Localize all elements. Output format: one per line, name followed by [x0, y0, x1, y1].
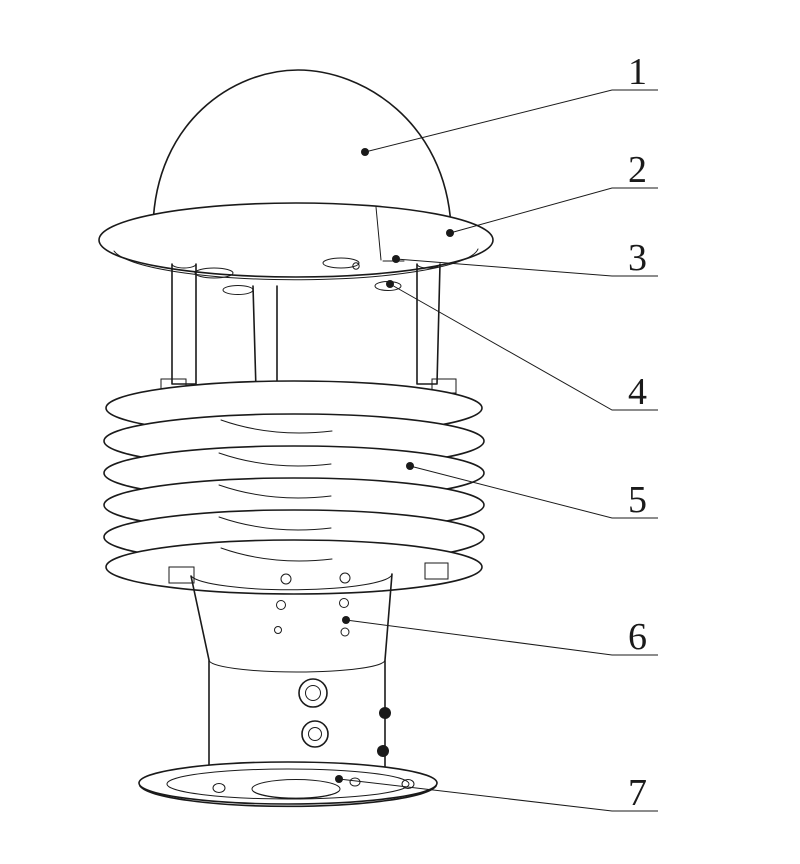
body-top-arc: [190, 573, 393, 591]
body-bolt-upper-outer: [298, 678, 328, 708]
leader-line-4: [389, 283, 658, 411]
body-mid-arc: [208, 659, 386, 673]
callout-3: 3: [392, 237, 658, 279]
body-hole-r3-right: [340, 627, 350, 637]
leader-line-7: [338, 778, 658, 812]
cap-ring-outline: [98, 202, 494, 278]
body-side-plug-lower: [377, 745, 389, 757]
louver-bottom-tab-right: [424, 562, 449, 580]
body-hole-r2-right: [339, 598, 349, 608]
louver-bottom-tab-left: [168, 566, 195, 584]
support-columns: [171, 263, 441, 391]
right-column: [416, 263, 441, 385]
body-bolt-upper-inner: [305, 685, 321, 701]
body-hole-r1-right: [339, 572, 351, 584]
column-top-arc-left: [171, 263, 197, 269]
callout-6: 6: [342, 616, 658, 658]
sensor-body: [190, 572, 393, 769]
dome-part: [152, 69, 452, 227]
base-hole-right: [401, 779, 415, 789]
callout-label-6: 6: [628, 616, 647, 658]
column-top-arc-right: [416, 263, 441, 269]
callout-5: 5: [406, 462, 658, 521]
sensor-pin-3: [352, 262, 360, 270]
base-center-slot-shadow: [252, 790, 340, 799]
cap-seam-line: [375, 206, 382, 261]
leader-line-3: [395, 258, 658, 277]
callout-label-5: 5: [628, 479, 647, 521]
base-inner-ring: [166, 768, 410, 800]
leader-lines: 1 2 3 4 5: [335, 51, 658, 814]
body-side-plug-upper: [379, 707, 391, 719]
louver-top-tab-right: [431, 378, 457, 394]
mounting-base: [138, 761, 438, 808]
body-hole-r1-left: [280, 573, 292, 585]
leader-line-2: [449, 187, 658, 234]
body-bolt-lower-outer: [301, 720, 329, 748]
callout-label-4: 4: [628, 371, 647, 413]
left-column: [171, 263, 197, 385]
louver-gap-arc-3: [218, 484, 332, 499]
louver-stack: [103, 378, 485, 595]
leader-line-5: [409, 465, 658, 519]
louver-gap-arc-4: [218, 516, 332, 531]
callout-label-1: 1: [628, 51, 647, 93]
body-holes: [274, 572, 391, 757]
callout-4: 4: [386, 280, 658, 413]
louver-gap-arc-5: [220, 547, 333, 562]
callout-label-2: 2: [628, 149, 647, 191]
callout-7: 7: [335, 772, 658, 814]
louver-plate-6: [105, 539, 483, 595]
callout-label-3: 3: [628, 237, 647, 279]
louver-gap-arc-2: [218, 452, 332, 467]
base-thickness-arc: [139, 785, 437, 808]
base-hole-mid: [349, 777, 361, 787]
callout-1: 1: [361, 51, 658, 156]
leader-line-1: [364, 89, 658, 153]
dome-outline: [152, 69, 452, 227]
body-bolt-lower-inner: [308, 727, 322, 741]
leader-line-6: [345, 619, 658, 656]
body-hole-r2-left: [276, 600, 286, 610]
plate-ellipse-mid: [222, 285, 254, 295]
base-hole-left: [212, 783, 226, 793]
sensor-ellipse-3: [322, 257, 360, 269]
louver-gap-arc-1: [220, 419, 333, 434]
body-taper-left-edge: [190, 575, 210, 769]
callout-label-7: 7: [628, 772, 647, 814]
middle-column: [252, 285, 278, 391]
cap-ring-bottom-arc: [113, 248, 479, 281]
body-taper-right-edge: [384, 573, 393, 769]
top-sensors: [194, 257, 405, 295]
body-hole-r3-left: [274, 626, 282, 634]
plate-ellipse-left: [194, 267, 234, 279]
callout-2: 2: [446, 149, 658, 237]
